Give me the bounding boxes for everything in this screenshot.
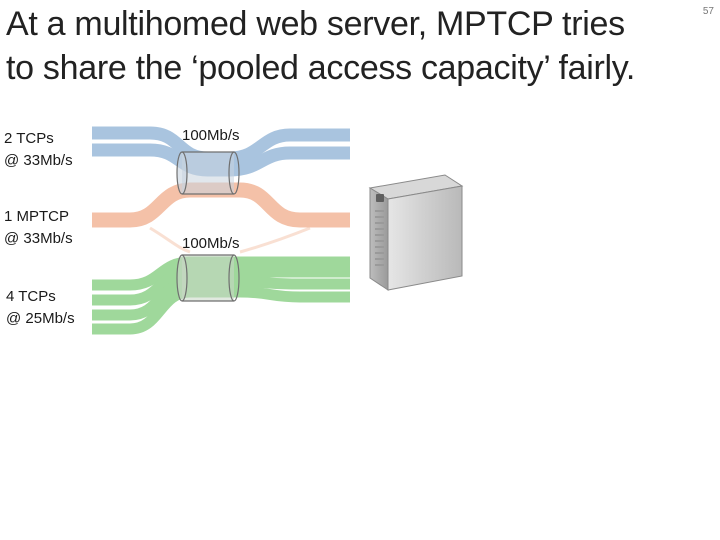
flow-label-tcp2-count: 2 TCPs	[4, 130, 54, 147]
web-server-icon	[368, 174, 464, 291]
mptcp-subflow-lower	[149, 226, 191, 254]
link-bottom-pipe	[176, 254, 240, 302]
flow-label-mptcp: 1 MPTCP @ 33Mb/s	[4, 206, 73, 250]
flow-label-tcp2: 2 TCPs @ 33Mb/s	[4, 128, 73, 172]
link-top-pipe	[176, 151, 240, 195]
title-line-2: to share the ‘pooled access capacity’ fa…	[6, 49, 636, 87]
flow-label-tcp4-count: 4 TCPs	[6, 288, 56, 305]
page-number: 57	[702, 6, 714, 17]
flow-label-mptcp-rate: @ 33Mb/s	[4, 230, 73, 247]
flow-label-mptcp-count: 1 MPTCP	[4, 208, 70, 225]
flow-label-tcp2-rate: @ 33Mb/s	[4, 152, 73, 169]
title-line-1: At a multihomed web server, MPTCP tries	[6, 5, 625, 43]
link-bottom-capacity: 100Mb/s	[182, 235, 240, 252]
mptcp-subflow-lower-2	[239, 226, 311, 254]
flow-label-tcp4-rate: @ 25Mb/s	[6, 310, 75, 327]
slide-title: At a multihomed web server, MPTCP tries …	[6, 2, 696, 90]
flow-label-tcp4: 4 TCPs @ 25Mb/s	[6, 286, 75, 330]
link-top-capacity: 100Mb/s	[182, 127, 240, 144]
